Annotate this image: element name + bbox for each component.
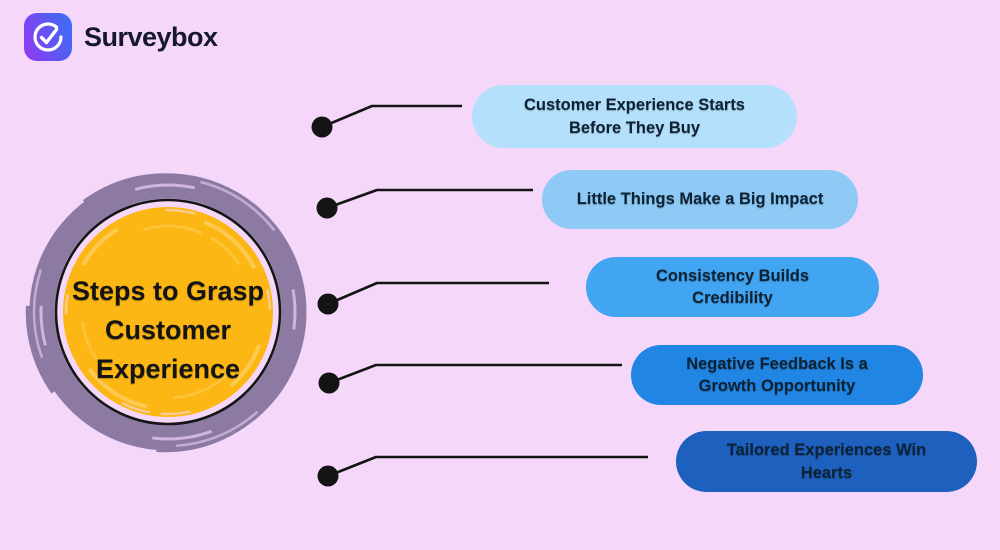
step-pill-4: Negative Feedback Is a Growth Opportunit… xyxy=(631,345,923,405)
step-pill-2: Little Things Make a Big Impact xyxy=(542,170,858,229)
center-title-line-3: Experience xyxy=(95,354,241,385)
step-pill-5: Tailored Experiences Win Hearts xyxy=(676,431,977,492)
step-label-3: Consistency Builds Credibility xyxy=(655,266,810,307)
step-label-1: Customer Experience Starts Before They B… xyxy=(523,96,745,137)
connector-line-3 xyxy=(327,281,549,306)
step-label-5: Tailored Experiences Win Hearts xyxy=(726,441,927,482)
connector-line-5 xyxy=(327,455,648,478)
connector-dot-1 xyxy=(311,116,333,138)
center-title-line-1: Steps to Grasp xyxy=(71,276,265,306)
surveybox-logo xyxy=(24,13,72,61)
center-title-line-2: Customer xyxy=(104,315,232,346)
step-label-4: Negative Feedback Is a Growth Opportunit… xyxy=(686,354,868,395)
step-pill-3: Consistency Builds Credibility xyxy=(586,257,879,317)
step-label-2: Little Things Make a Big Impact xyxy=(576,190,824,209)
center-title: Steps to Grasp Customer Experience xyxy=(48,272,288,389)
step-pill-1: Customer Experience Starts Before They B… xyxy=(472,85,797,148)
check-circle-icon xyxy=(24,13,72,61)
connector-line-4 xyxy=(328,363,622,385)
brand-name: Surveybox xyxy=(84,22,218,52)
connector-line-1 xyxy=(321,104,462,129)
connector-line-2 xyxy=(326,188,533,210)
center-medallion-graphic xyxy=(25,173,307,453)
